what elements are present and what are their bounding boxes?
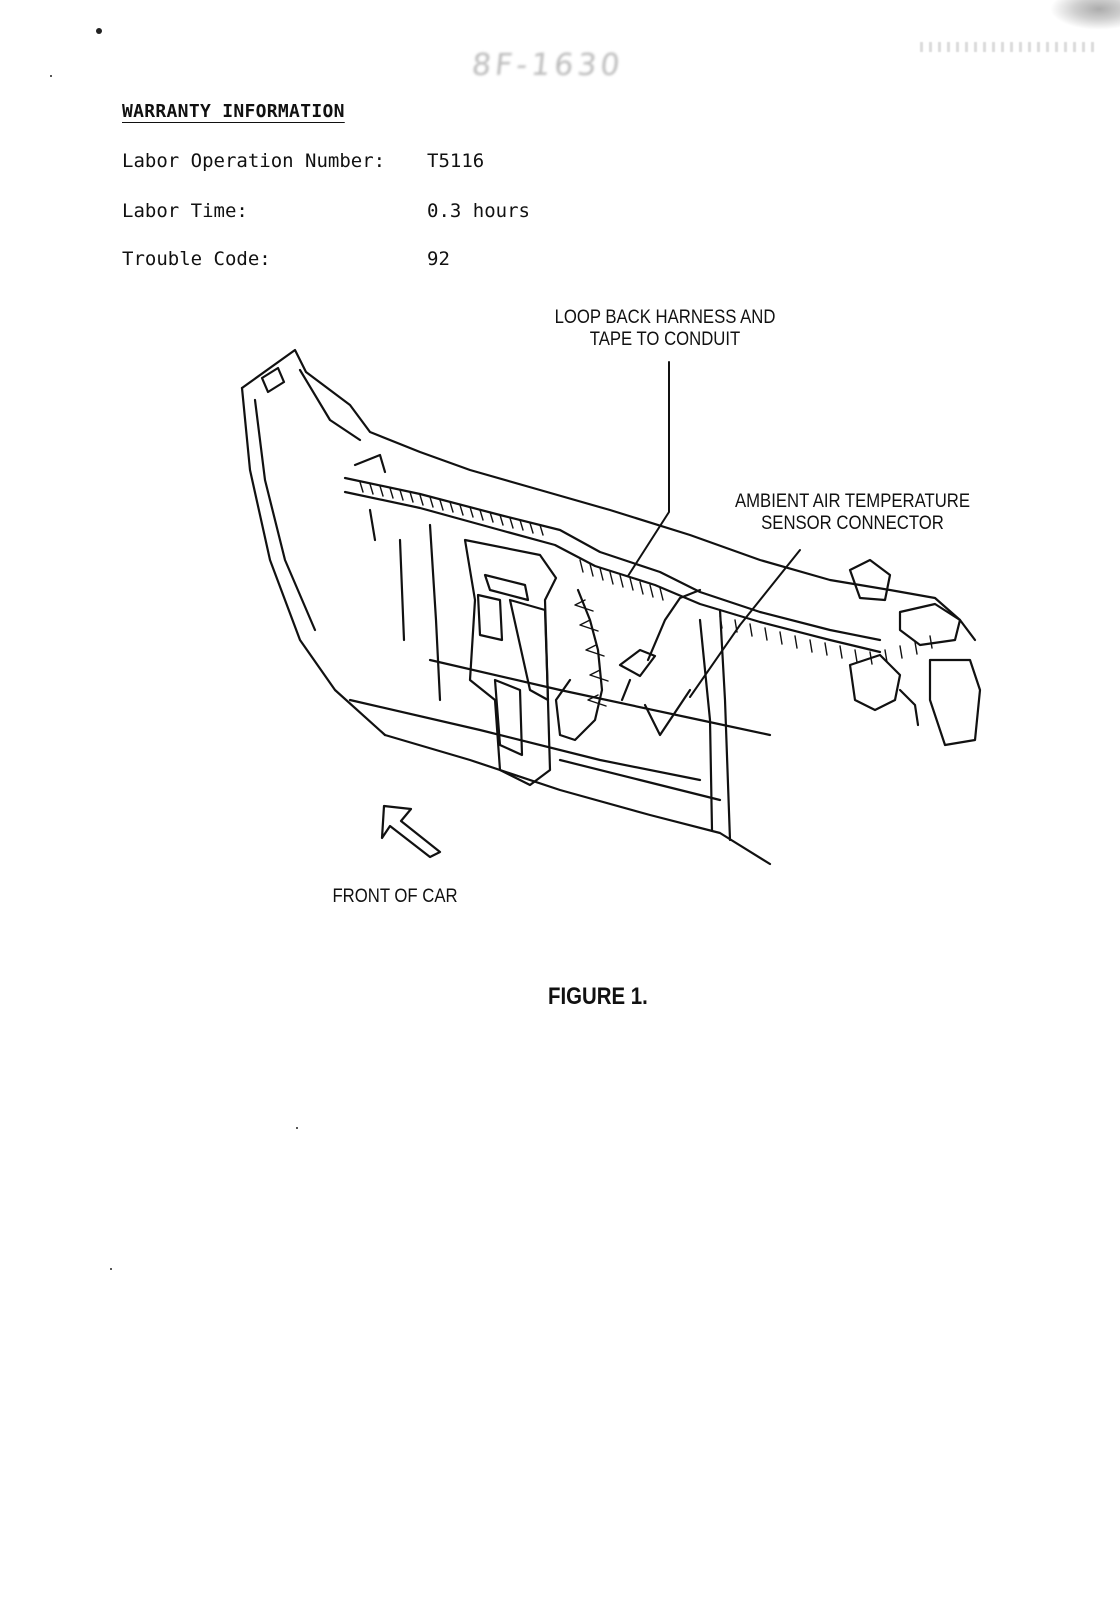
figure-caption: FIGURE 1. <box>548 983 648 1010</box>
labor-operation-label: Labor Operation Number: <box>122 150 386 172</box>
support-outline <box>240 348 977 642</box>
sensor-callout-line2: SENSOR CONNECTOR <box>761 513 944 534</box>
scan-speck <box>110 1268 112 1270</box>
support-left-edge <box>240 386 387 737</box>
horn-assembly <box>848 653 902 712</box>
labor-time-row: Labor Time: 0.3 hours <box>122 200 530 222</box>
trouble-code-label: Trouble Code: <box>122 248 271 270</box>
trouble-code-row: Trouble Code: 92 <box>122 248 450 270</box>
harness-loop <box>554 588 604 742</box>
scan-noise <box>920 42 1100 52</box>
labor-operation-row: Labor Operation Number: T5116 <box>122 150 484 172</box>
front-of-car-arrow <box>380 804 442 859</box>
labor-operation-value: T5116 <box>427 150 485 172</box>
scan-smudge <box>1050 0 1120 30</box>
labor-time-value: 0.3 hours <box>427 200 530 222</box>
sensor-connector <box>618 648 657 678</box>
warranty-heading: WARRANTY INFORMATION <box>122 101 345 122</box>
latch-assembly <box>463 538 558 787</box>
loop-back-callout-line2: TAPE TO CONDUIT <box>589 329 741 350</box>
loop-back-leader <box>627 361 670 577</box>
trouble-code-value: 92 <box>427 248 450 270</box>
sensor-leader <box>689 549 801 698</box>
support-lower-edge <box>383 733 772 866</box>
sensor-callout-line1: AMBIENT AIR TEMPERATURE <box>734 491 971 512</box>
harness-bar <box>343 476 882 642</box>
scan-speck <box>50 75 52 77</box>
loop-back-callout-line1: LOOP BACK HARNESS AND <box>554 307 776 328</box>
labor-time-label: Labor Time: <box>122 200 248 222</box>
sensor-callout: AMBIENT AIR TEMPERATURE SENSOR CONNECTOR <box>718 491 986 535</box>
scan-speck <box>296 1127 298 1129</box>
scan-speck <box>96 28 102 34</box>
loop-back-callout: LOOP BACK HARNESS AND TAPE TO CONDUIT <box>533 307 797 351</box>
front-of-car-label: FRONT OF CAR <box>332 886 458 907</box>
